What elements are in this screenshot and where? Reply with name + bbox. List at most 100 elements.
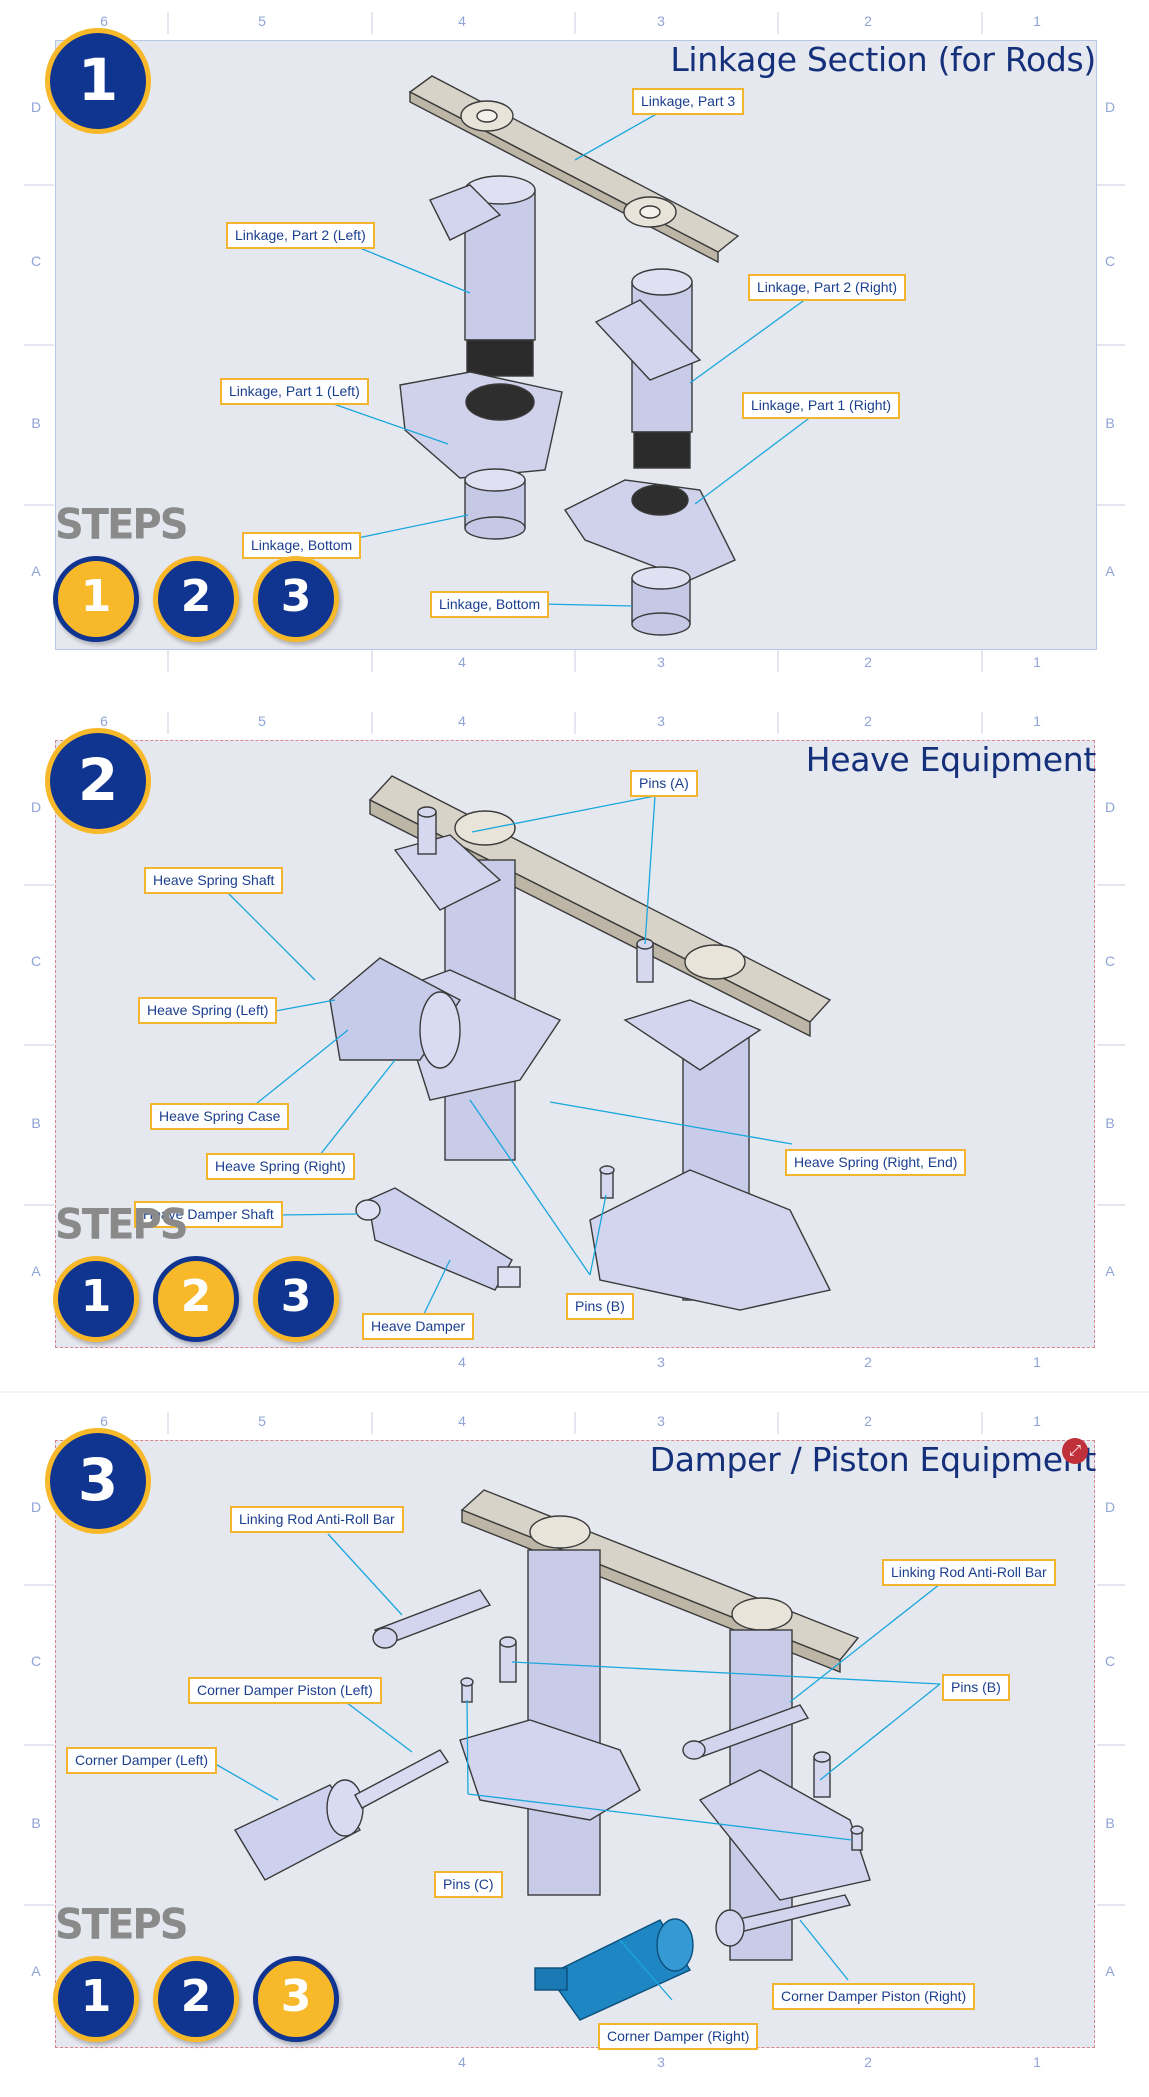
callout-corner-damper-piston-left: Corner Damper Piston (Left) [188,1677,382,1704]
panel-title: Linkage Section (for Rods) [670,40,1096,79]
linkage-bottom-left-shape [464,468,526,540]
callout-pins-b: Pins (B) [566,1293,634,1320]
grid-col-label: 2 [864,1354,872,1370]
step-2-button[interactable]: 2 [153,1956,239,2042]
steps-label: STEPS [55,500,189,550]
grid-col-label: 4 [458,654,466,670]
step-3-button[interactable]: 3 [253,1956,339,2042]
right-column-shape [589,999,832,1311]
callout-pins-a: Pins (A) [630,770,698,797]
drawing-frame [55,40,1097,650]
linkage-plate-shape [460,1489,860,1674]
linkage-section-illustration [327,75,813,636]
grid-row-label: B [1105,415,1114,431]
step-1-button[interactable]: 1 [53,556,139,642]
anti-roll-bar-left-shape [372,1589,492,1649]
linkage-part-2-left-shape [429,175,536,377]
damper-piston-illustration [204,1489,941,2021]
anti-roll-bar-right-shape [682,1704,810,1760]
grid-col-label: 3 [657,713,665,729]
step-2-button[interactable]: 2 [153,1256,239,1342]
linkage-part-2-right-shape [594,268,702,469]
callout-linkage-part-2-left: Linkage, Part 2 (Left) [226,222,375,249]
linkage-part-1-left-shape [399,371,563,479]
grid-col-label: 1 [1033,654,1041,670]
grid-col-label: 3 [657,1413,665,1429]
grid-col-label: 1 [1033,1413,1041,1429]
heave-spring-case-shape [329,957,462,1069]
grid-row-label: D [1105,799,1115,815]
grid-row-label: B [1105,1115,1114,1131]
grid-col-label: 2 [864,13,872,29]
grid-row-label: C [1105,953,1115,969]
grid-col-label: 1 [1033,713,1041,729]
callout-heave-damper: Heave Damper [362,1313,475,1340]
linkage-part-1-right-shape [563,479,736,581]
grid-col-label: 5 [258,1413,266,1429]
grid-col-label: 2 [864,713,872,729]
callout-heave-spring-left: Heave Spring (Left) [138,997,278,1024]
drawing-grid: 6 5 4 3 2 1 4 3 2 1 D C B A D C B A [24,1412,1125,2070]
panel-number-badge: 2 [45,728,151,834]
grid-col-label: 3 [657,13,665,29]
grid-col-label: 1 [1033,2054,1041,2070]
step-1-button[interactable]: 1 [53,1256,139,1342]
grid-row-label: D [31,99,41,115]
grid-row-label: C [31,953,41,969]
callout-corner-damper-left: Corner Damper (Left) [66,1747,218,1774]
panel-heave-equipment: 6 5 4 3 2 1 4 3 2 1 D C B A D C B A [0,700,1149,1394]
callout-heave-damper-shaft: Heave Damper Shaft [134,1201,283,1228]
grid-row-label: C [31,253,41,269]
pins-shape [460,1636,864,1851]
panel-linkage-section: 6 5 4 3 2 1 4 3 2 1 D C B A D C B A [0,0,1149,694]
grid-col-label: 6 [100,1413,108,1429]
grid-row-label: D [31,799,41,815]
grid-col-label: 1 [1033,1354,1041,1370]
step-1-button[interactable]: 1 [53,1956,139,2042]
grid-col-label: 2 [864,1413,872,1429]
step-2-button[interactable]: 2 [153,556,239,642]
grid-row-label: A [1105,563,1115,579]
grid-col-label: 3 [657,1354,665,1370]
grid-row-label: D [1105,1499,1115,1515]
grid-col-label: 1 [1033,13,1041,29]
callout-linkage-bottom-right: Linkage, Bottom [430,591,550,618]
grid-col-label: 5 [258,713,266,729]
drawing-grid: 6 5 4 3 2 1 4 3 2 1 D C B A D C B A [24,12,1125,672]
grid-row-label: A [1105,1263,1115,1279]
expand-icon[interactable]: ⤢ [1062,1438,1088,1464]
grid-col-label: 2 [864,654,872,670]
step-3-button[interactable]: 3 [253,556,339,642]
grid-col-label: 5 [258,13,266,29]
callout-heave-spring-case: Heave Spring Case [150,1103,290,1130]
callout-corner-damper-piston-right: Corner Damper Piston (Right) [772,1983,976,2010]
callout-corner-damper-right: Corner Damper (Right) [598,2023,759,2050]
columns-shape [459,1549,871,1961]
grid-row-label: A [31,563,41,579]
callout-heave-spring-right: Heave Spring (Right) [206,1153,355,1180]
grid-col-label: 4 [458,1413,466,1429]
callout-linkage-part-2-right: Linkage, Part 2 (Right) [748,274,907,301]
corner-damper-left-shape [234,1749,450,1881]
pins-b-shape [599,1165,615,1199]
drawing-frame [55,740,1095,1348]
corner-damper-piston-right-shape [715,1894,852,1947]
linkage-bottom-right-shape [631,566,691,636]
panel-title: Heave Equipment [805,740,1097,779]
grid-row-label: B [31,1115,40,1131]
linkage-part-3-shape [408,75,740,264]
grid-row-label: C [1105,253,1115,269]
grid-row-label: B [1105,1815,1114,1831]
corner-damper-right-shape [534,1918,694,2021]
grid-col-label: 4 [458,13,466,29]
grid-col-label: 4 [458,713,466,729]
grid-row-label: A [31,1263,41,1279]
panel-number-badge: 1 [45,28,151,134]
grid-row-label: A [31,1963,41,1979]
grid-col-label: 6 [100,13,108,29]
drawing-grid: 6 5 4 3 2 1 4 3 2 1 D C B A D C B A [0,712,1149,1393]
callout-linkage-part-3: Linkage, Part 3 [632,88,745,115]
step-3-button[interactable]: 3 [253,1256,339,1342]
callout-linkage-part-1-left: Linkage, Part 1 (Left) [220,378,369,405]
grid-row-label: D [1105,99,1115,115]
